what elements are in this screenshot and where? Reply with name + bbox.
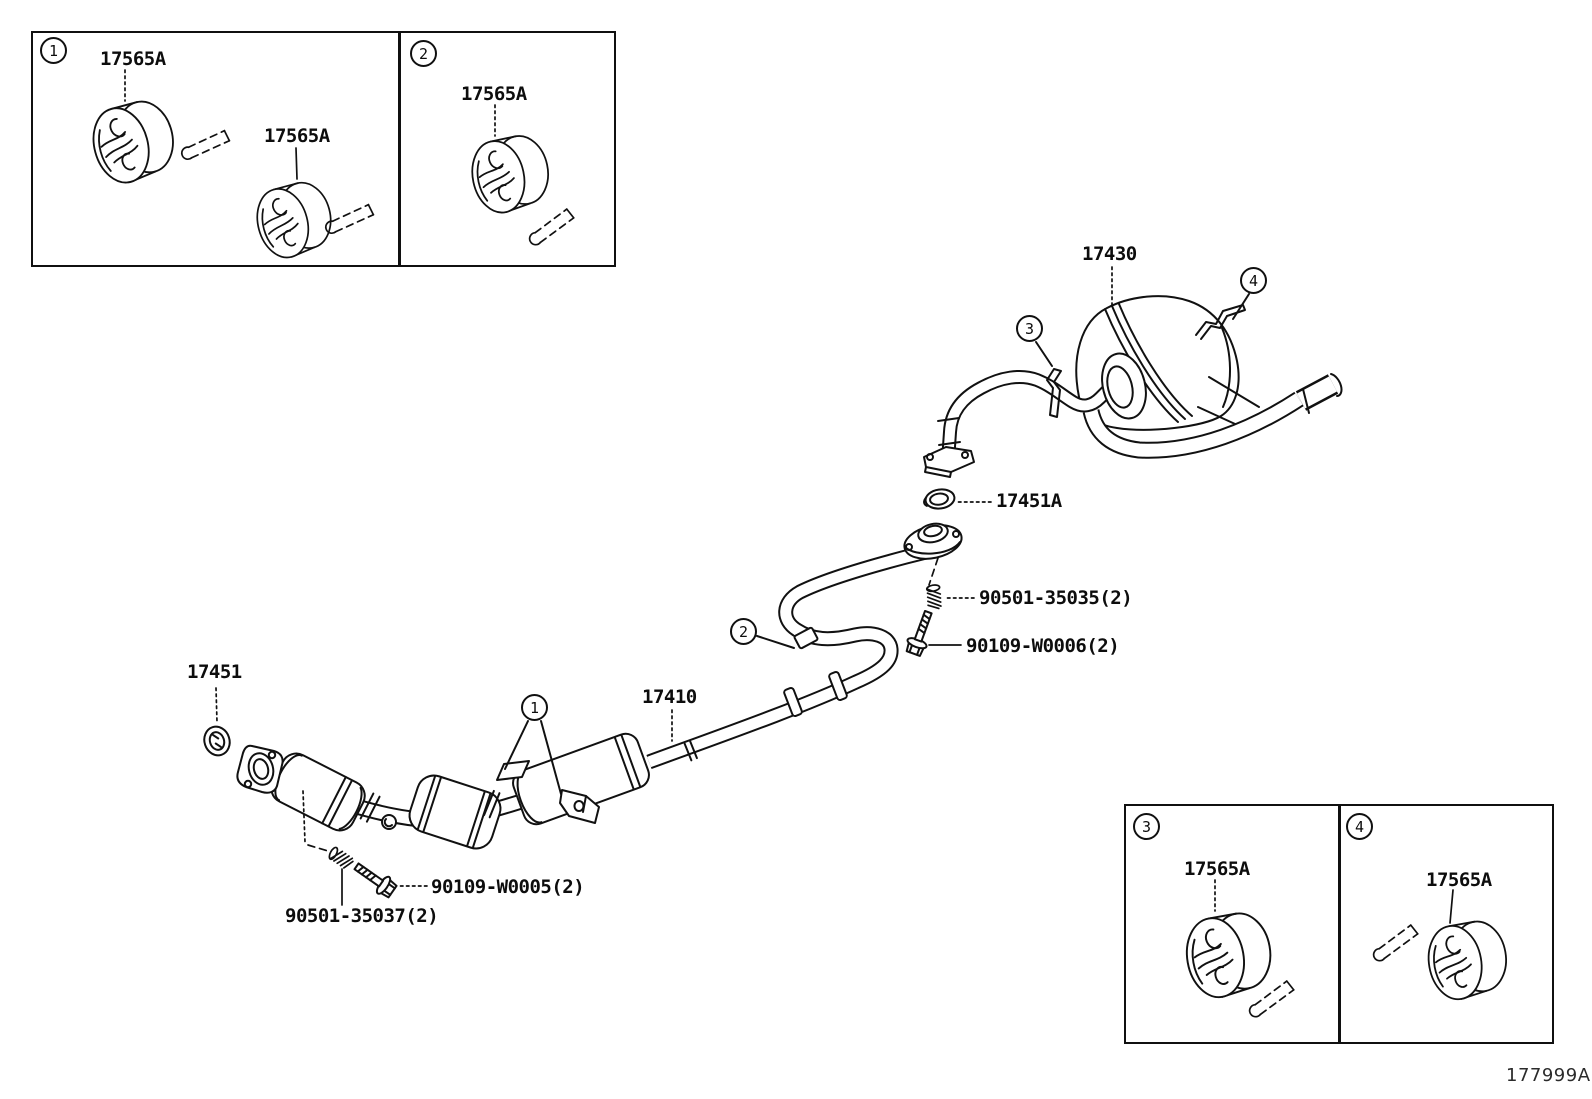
part-label-90501-35037[interactable]: 90501-35037(2) xyxy=(285,905,439,927)
part-label-17565a-inset4[interactable]: 17565A xyxy=(1426,869,1492,891)
inset-box-bottom-right-divider xyxy=(1338,806,1341,1042)
label-leader-lines xyxy=(124,69,1454,924)
part-label-17410[interactable]: 17410 xyxy=(642,686,697,708)
callout-2-main[interactable]: 2 xyxy=(730,618,757,645)
diagram-reference-code: 177999A xyxy=(1506,1065,1591,1086)
callout-4-inset[interactable]: 4 xyxy=(1346,813,1373,840)
callout-4-main[interactable]: 4 xyxy=(1240,267,1267,294)
part-label-17430[interactable]: 17430 xyxy=(1082,243,1137,265)
part-label-90109-w0006[interactable]: 90109-W0006(2) xyxy=(966,635,1120,657)
part-label-17565a-inset1-b[interactable]: 17565A xyxy=(264,125,330,147)
callout-1-main[interactable]: 1 xyxy=(521,694,548,721)
callout-2-inset[interactable]: 2 xyxy=(410,40,437,67)
muffler-illustration xyxy=(923,295,1343,478)
part-label-17451a[interactable]: 17451A xyxy=(996,490,1062,512)
part-label-17565a-inset3[interactable]: 17565A xyxy=(1184,858,1250,880)
callout-3-main[interactable]: 3 xyxy=(1016,315,1043,342)
rear-gasket-illustration xyxy=(923,488,956,510)
part-label-90109-w0005[interactable]: 90109-W0005(2) xyxy=(431,876,585,898)
part-label-17565a-inset1-a[interactable]: 17565A xyxy=(100,48,166,70)
callout-leader-lines xyxy=(504,293,1250,795)
rear-fasteners-illustration xyxy=(902,488,956,658)
inset-box-top-left-divider xyxy=(398,33,401,266)
callout-1-inset[interactable]: 1 xyxy=(40,37,67,64)
callout-3-inset[interactable]: 3 xyxy=(1133,813,1160,840)
part-label-90501-35035[interactable]: 90501-35035(2) xyxy=(979,587,1133,609)
part-label-17565a-inset2[interactable]: 17565A xyxy=(461,83,527,105)
hanger-illustrations xyxy=(84,94,1513,1020)
front-pipe-illustration xyxy=(236,522,963,850)
part-label-17451[interactable]: 17451 xyxy=(187,661,242,683)
front-fasteners-illustration xyxy=(203,725,400,901)
front-gasket-illustration xyxy=(203,725,231,757)
